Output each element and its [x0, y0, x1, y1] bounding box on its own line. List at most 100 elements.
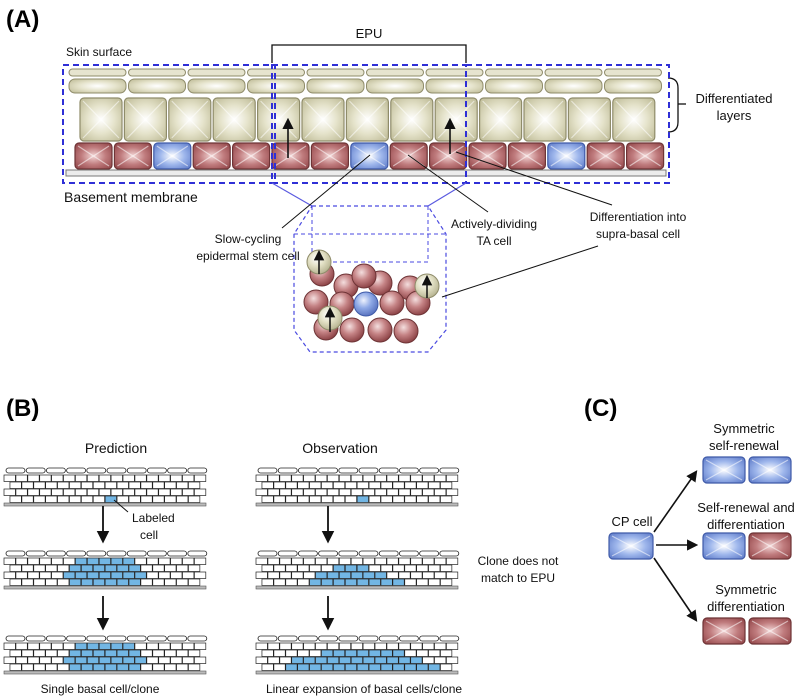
differentiated-cell	[434, 97, 478, 142]
supra-basal-label-line1: Differentiation into	[590, 210, 687, 224]
basement-membrane-label: Basement membrane	[64, 189, 198, 205]
ta-cell	[310, 142, 349, 170]
epidermis-strip	[255, 550, 460, 590]
epidermis-strip	[3, 467, 208, 507]
panel-c: (C) CP cell Symmetric self-renewal Self-…	[584, 395, 795, 645]
ta-cell	[74, 142, 113, 170]
renewed-stem-cell	[702, 532, 746, 560]
renewed-stem-cell	[702, 456, 746, 484]
differentiated-cell	[567, 97, 612, 142]
differentiated-daughter-cell	[748, 532, 792, 560]
differentiated-cell	[212, 97, 256, 142]
differentiated-cell	[612, 97, 656, 142]
flat-cornified-cell	[306, 68, 365, 77]
differentiated-layers-label-line2: layers	[717, 108, 752, 123]
layers-bracket	[667, 77, 679, 133]
flat-granular-cell	[485, 78, 543, 94]
panel-b: (B) Prediction Observation Labeled cell …	[3, 395, 559, 696]
symmetric-diff-line1: Symmetric	[715, 582, 777, 597]
ta-cell	[192, 142, 231, 170]
flat-granular-cell	[425, 78, 484, 94]
self-renewal-diff-line2: differentiation	[707, 517, 785, 532]
symmetric-self-renewal-line2: self-renewal	[709, 438, 779, 453]
panel-c-label: (C)	[584, 395, 617, 422]
differentiated-cell	[390, 97, 434, 142]
differentiated-cell	[301, 97, 345, 142]
flat-granular-cell	[544, 78, 603, 94]
epidermis-strip	[255, 635, 460, 675]
differentiated-cell	[345, 97, 389, 142]
stem-cell	[153, 142, 192, 170]
labeled-cell-label-line2: cell	[140, 528, 158, 542]
flat-cornified-cell	[366, 68, 424, 77]
clone-note-line2: match to EPU	[481, 571, 555, 585]
inset-prism	[293, 205, 447, 353]
flat-granular-cell	[68, 78, 127, 94]
differentiated-cell	[257, 97, 301, 142]
ta-cell-sphere	[393, 318, 419, 344]
differentiated-cell	[168, 97, 212, 142]
ta-cell-sphere	[367, 317, 393, 343]
differentiated-cell	[123, 97, 168, 142]
renewed-stem-cell	[748, 456, 792, 484]
supra-basal-label-line2: supra-basal cell	[596, 227, 680, 241]
flat-cornified-cell	[485, 68, 543, 77]
epu-label: EPU	[356, 26, 383, 41]
ta-cell	[625, 142, 665, 170]
differentiated-layers-label-line1: Differentiated	[695, 91, 772, 106]
ta-cell-sphere	[303, 289, 329, 315]
flat-granular-cell	[604, 78, 662, 94]
ta-cell	[113, 142, 153, 170]
stem-cell	[547, 142, 586, 170]
epidermis-strip	[255, 467, 460, 507]
epu-3d-inset	[293, 205, 447, 353]
observation-label: Observation	[302, 440, 377, 456]
stem-cell-sphere	[353, 291, 379, 317]
ta-cell	[429, 142, 468, 170]
panel-a-label: (A)	[6, 6, 39, 33]
flat-cornified-cell	[187, 68, 246, 77]
ta-cell	[507, 142, 546, 170]
ta-cell-sphere	[351, 263, 377, 289]
differentiated-daughter-cell	[748, 617, 792, 645]
symmetric-self-renewal-line1: Symmetric	[713, 421, 775, 436]
ta-cell-label-line1: Actively-dividing	[451, 217, 537, 231]
stem-cell-label-line1: Slow-cycling	[215, 232, 282, 246]
clone-strips	[3, 467, 460, 675]
tissue-section	[65, 68, 667, 177]
ta-cell-sphere	[379, 290, 405, 316]
differentiated-daughter-cell	[702, 617, 746, 645]
ta-cell	[271, 142, 310, 170]
single-basal-label: Single basal cell/clone	[41, 682, 160, 696]
clone-note-line1: Clone does not	[478, 554, 559, 568]
epidermis-strip	[3, 635, 208, 675]
flat-granular-cell	[128, 78, 186, 94]
cp-cell	[608, 532, 654, 560]
prediction-label: Prediction	[85, 440, 147, 456]
panel-b-label: (B)	[6, 395, 39, 422]
stem-cell-leader	[281, 154, 371, 229]
flat-granular-cell	[187, 78, 246, 94]
flat-cornified-cell	[68, 68, 127, 77]
supra-basal-leader	[455, 151, 613, 206]
panel-a: (A) EPU Skin surface Differentiated laye…	[6, 6, 773, 353]
differentiated-cell	[79, 97, 123, 142]
flat-cornified-cell	[425, 68, 484, 77]
inset-supra-basal-leader	[441, 245, 599, 298]
labeled-cell-label-line1: Labeled	[132, 511, 175, 525]
flat-layers	[68, 68, 662, 94]
skin-surface-label: Skin surface	[66, 45, 132, 59]
flat-cornified-cell	[604, 68, 662, 77]
symmetric-diff-line2: differentiation	[707, 599, 785, 614]
self-renewal-diff-line1: Self-renewal and	[697, 500, 795, 515]
ta-cell	[586, 142, 625, 170]
ta-cell	[468, 142, 507, 170]
cp-cell-label: CP cell	[612, 514, 653, 529]
stem-cell-label-line2: epidermal stem cell	[196, 249, 299, 263]
fate-cells	[608, 456, 792, 645]
ta-cell-leader	[407, 154, 489, 213]
ta-cell-label-line2: TA cell	[476, 234, 511, 248]
flat-cornified-cell	[544, 68, 603, 77]
differentiated-cell-layer	[79, 97, 656, 142]
